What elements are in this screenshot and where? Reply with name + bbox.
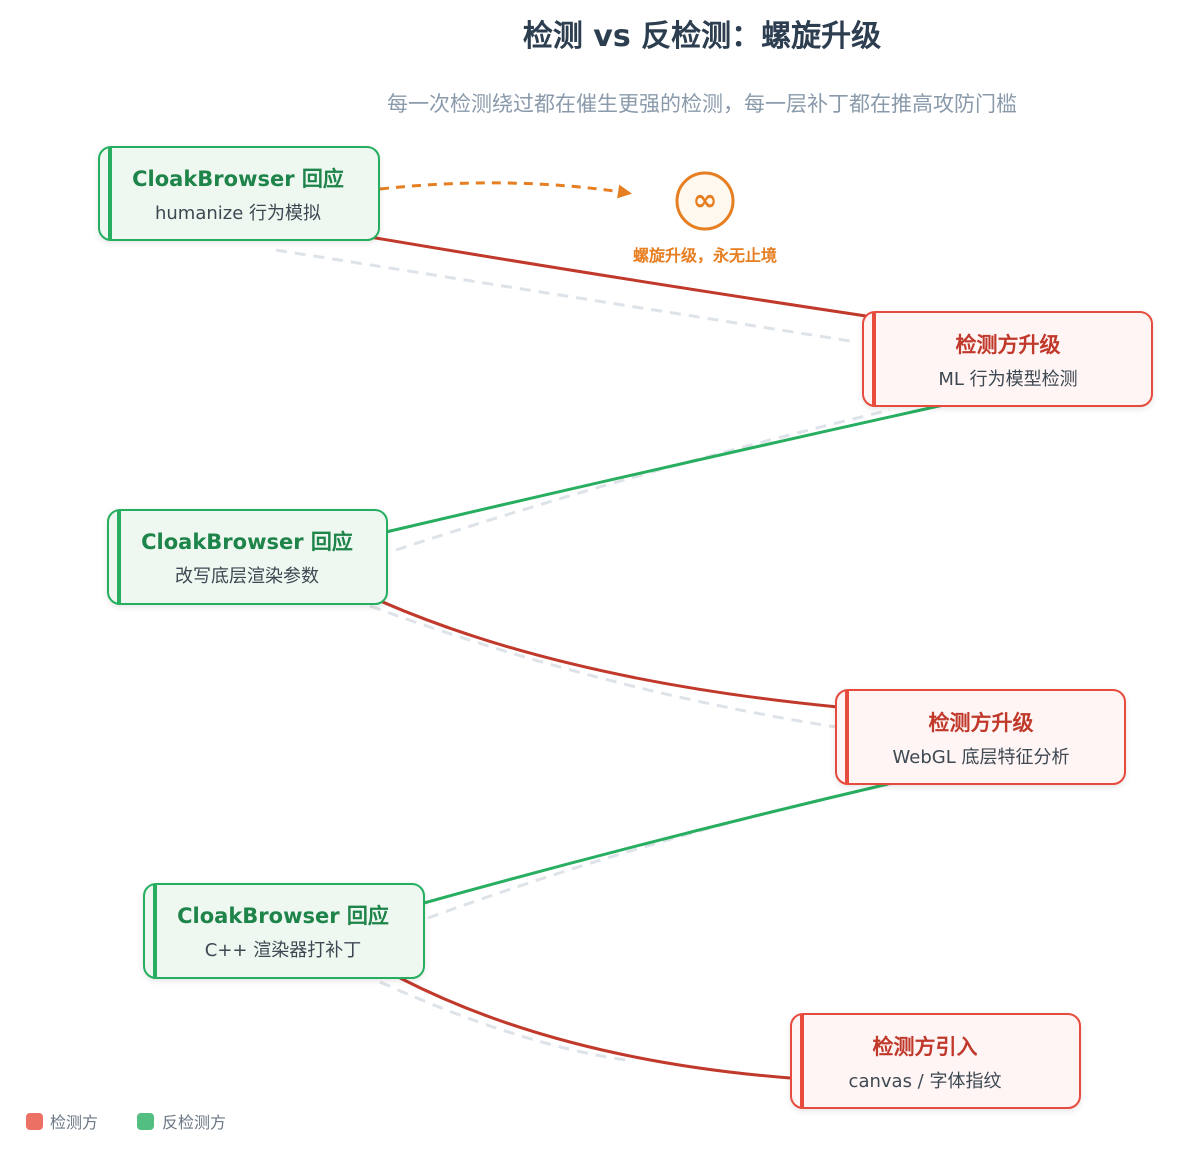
node-subtitle: 改写底层渲染参数 (175, 566, 319, 587)
connector-anti3-det2 (423, 782, 889, 905)
node-subtitle: C++ 渲染器打补丁 (205, 940, 361, 961)
node-title: 检测方升级 (929, 711, 1034, 735)
shadow-connector-3 (369, 604, 837, 729)
infinity-icon: ∞ (693, 183, 718, 218)
shadow-connector-5 (379, 980, 627, 1062)
anti-detection-node-3: CloakBrowser 回应 C++ 渲染器打补丁 (143, 883, 425, 979)
connector-anti2-det1 (385, 402, 949, 534)
infinity-icon-circle (675, 171, 735, 231)
shadow-connector-4 (427, 778, 911, 920)
legend-swatch-anti-detection (137, 1113, 154, 1130)
spiral-arrow (379, 181, 632, 199)
node-subtitle: ML 行为模型检测 (938, 369, 1077, 390)
node-title: 检测方升级 (956, 333, 1061, 357)
node-subtitle: humanize 行为模拟 (155, 203, 321, 224)
legend: 检测方 反检测方 (26, 1113, 226, 1132)
anti-detection-node-2: CloakBrowser 回应 改写底层渲染参数 (107, 509, 388, 605)
detection-node-1: 检测方升级 ML 行为模型检测 (862, 311, 1153, 407)
connector-anti2-det2 (377, 598, 839, 709)
spiral-marker: ∞ 螺旋升级，永无止境 (633, 171, 777, 265)
shadow-connector-2 (395, 408, 891, 552)
detection-node-2: 检测方升级 WebGL 底层特征分析 (835, 689, 1126, 785)
background-connectors (275, 248, 911, 1062)
shadow-connector-1 (275, 248, 857, 344)
node-title: CloakBrowser 回应 (132, 167, 344, 191)
page-title: 检测 vs 反检测：螺旋升级 (523, 19, 881, 54)
connectors (363, 234, 949, 1080)
anti-detection-node-1: CloakBrowser 回应 humanize 行为模拟 (98, 146, 380, 241)
connector-det1-anti1 (363, 234, 867, 318)
legend-swatch-detection (26, 1113, 43, 1130)
node-title: CloakBrowser 回应 (177, 904, 389, 928)
node-title: CloakBrowser 回应 (141, 530, 353, 554)
legend-label-anti-detection: 反检测方 (162, 1113, 226, 1132)
node-subtitle: WebGL 底层特征分析 (893, 747, 1070, 768)
spiral-label: 螺旋升级，永无止境 (633, 246, 777, 265)
node-subtitle: canvas / 字体指纹 (849, 1071, 1002, 1092)
node-title: 检测方引入 (873, 1035, 978, 1059)
connector-det3-anti3 (399, 976, 791, 1080)
page-subtitle: 每一次检测绕过都在催生更强的检测，每一层补丁都在推高攻防门槛 (387, 92, 1017, 116)
detection-node-3: 检测方引入 canvas / 字体指纹 (790, 1013, 1081, 1109)
legend-label-detection: 检测方 (50, 1113, 98, 1132)
